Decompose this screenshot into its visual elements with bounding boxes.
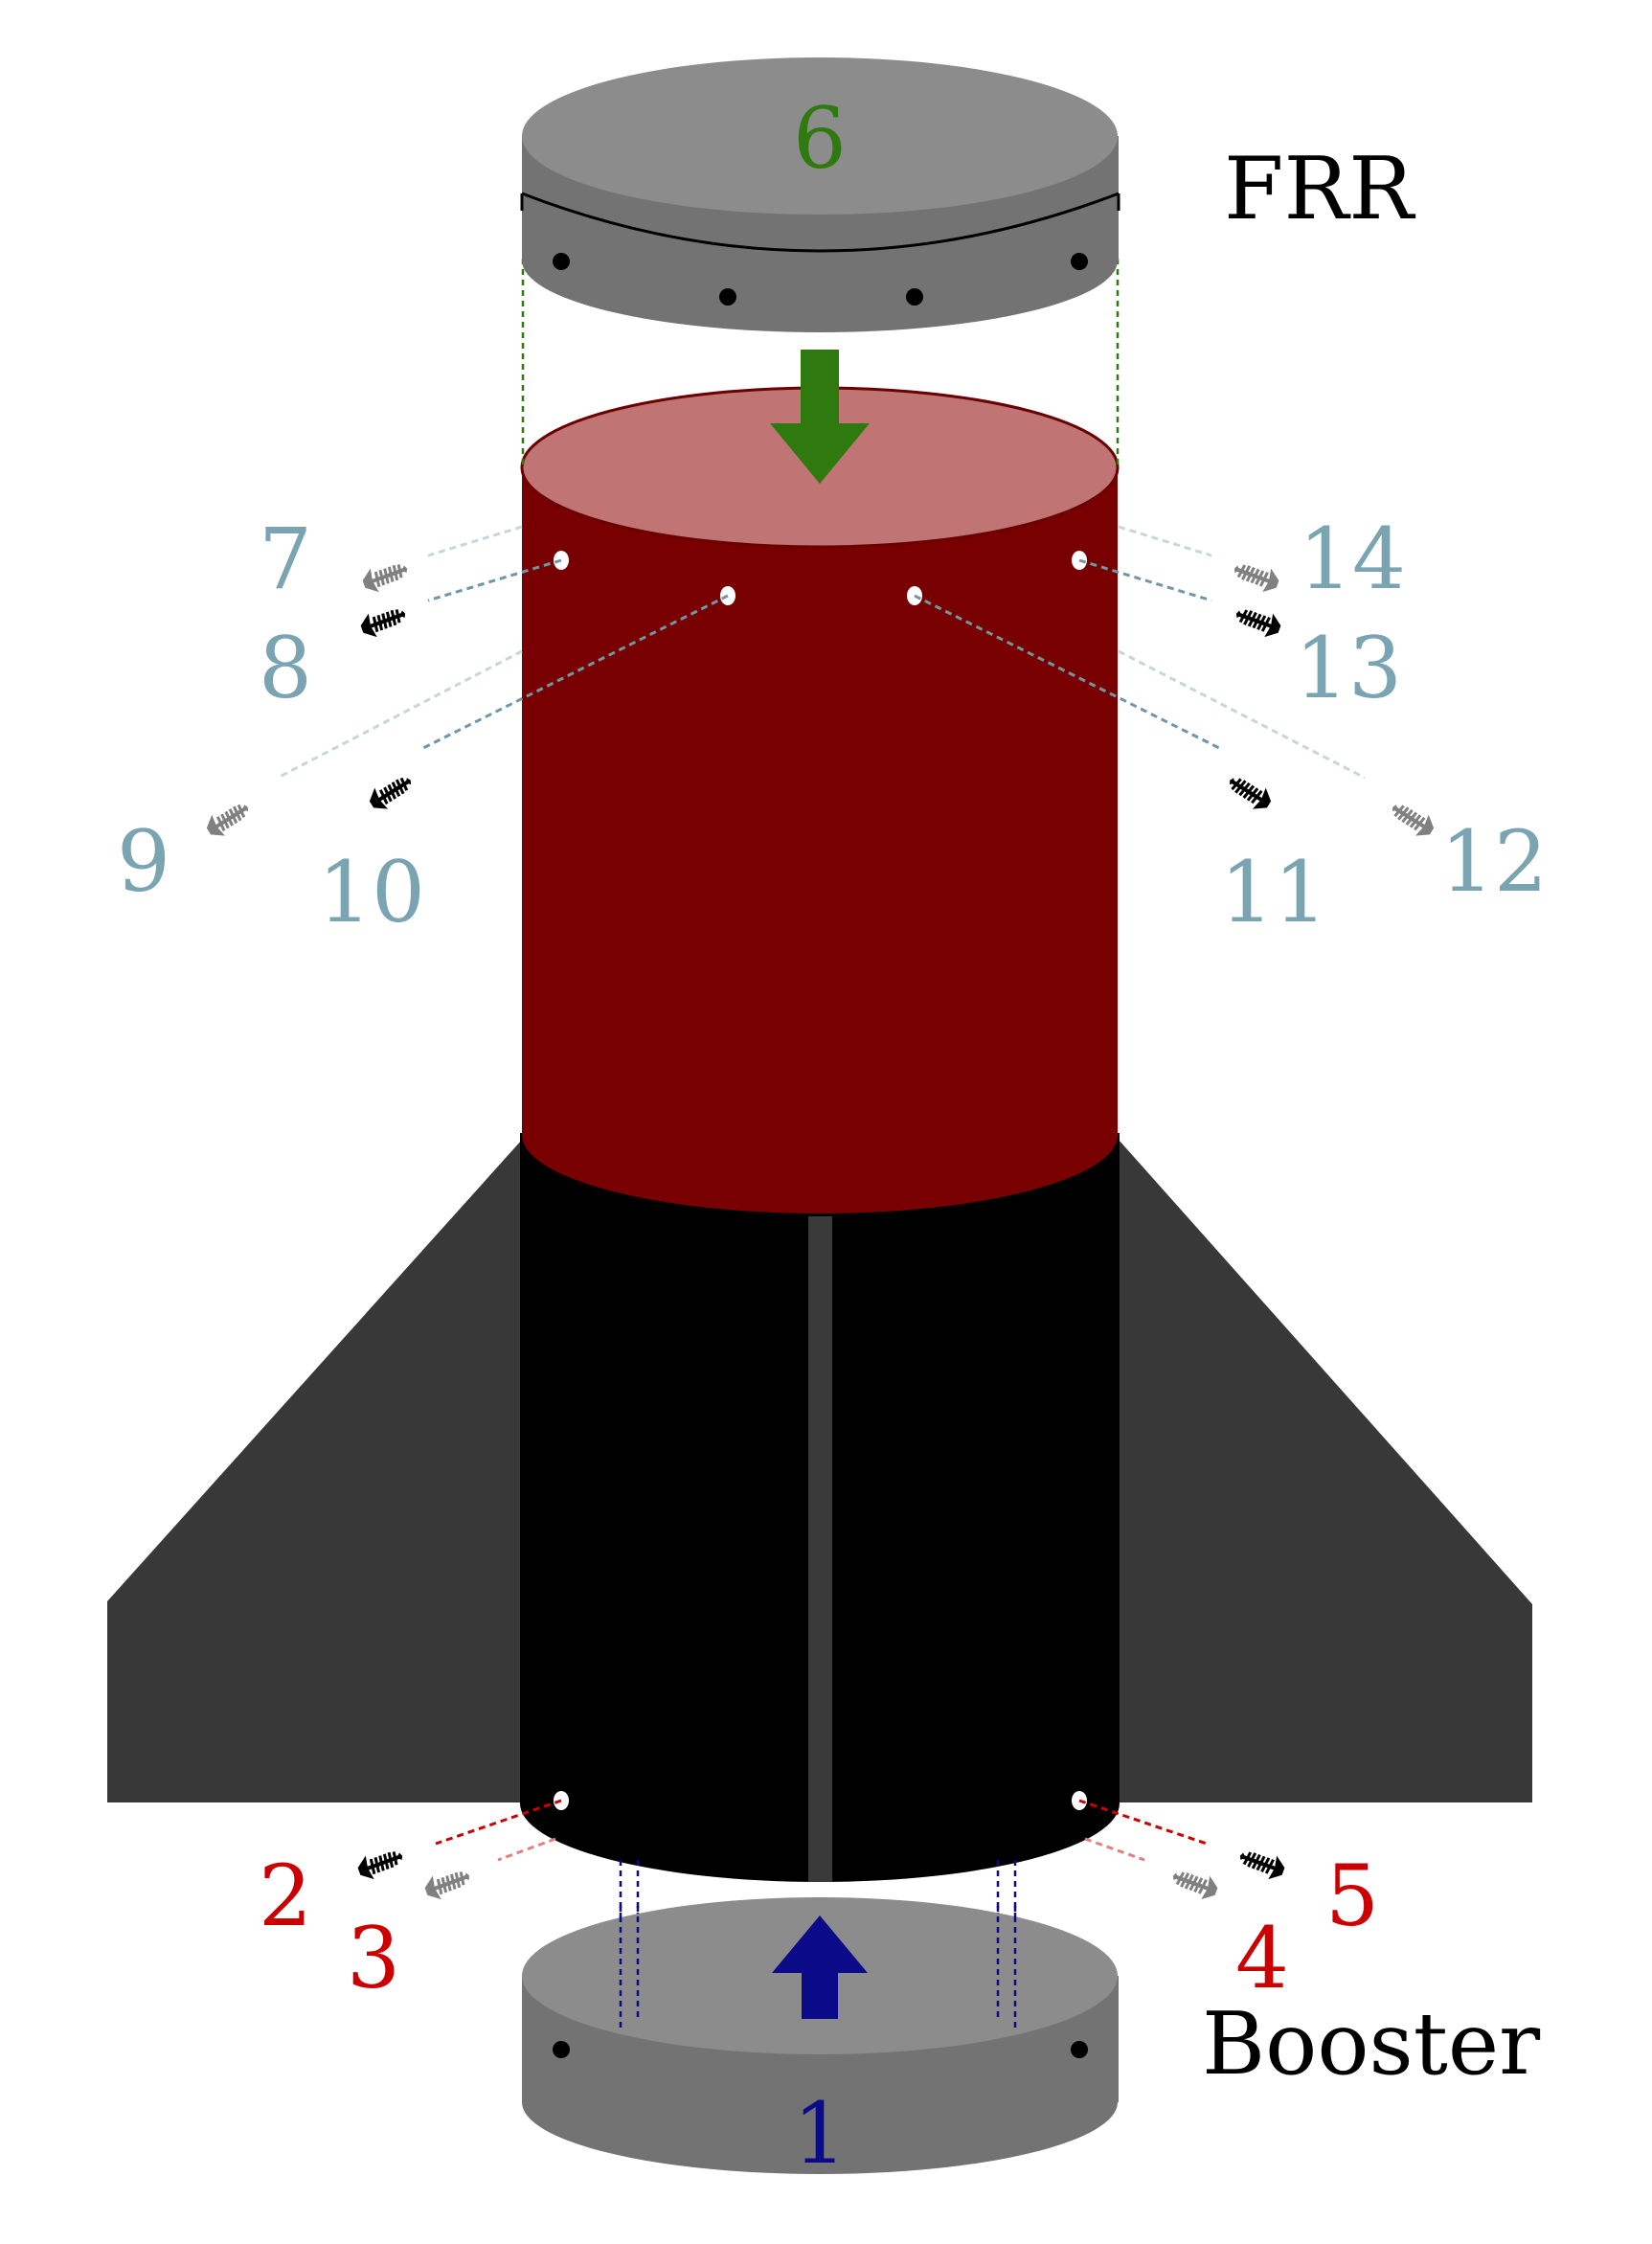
step-10-label: 10 [318, 843, 425, 941]
step-3-label: 3 [347, 1909, 400, 2007]
step-1-label: 1 [793, 2084, 847, 2183]
step-12-label: 12 [1440, 812, 1548, 911]
step-8-label: 8 [259, 619, 312, 717]
step-14-label: 14 [1299, 510, 1406, 608]
booster-tube [520, 1133, 1120, 1882]
frr-screw-paths [277, 525, 1366, 780]
frr-tube [520, 386, 1120, 1213]
step-6-label: 6 [793, 89, 847, 188]
frr-label: FRR [1224, 139, 1415, 239]
step-13-label: 13 [1295, 619, 1402, 717]
arrow-down-icon [770, 350, 870, 484]
left-fin [107, 1140, 522, 1802]
step-2-label: 2 [259, 1847, 312, 1945]
arrow-up-icon [772, 1915, 868, 2019]
booster-label: Booster [1202, 1994, 1541, 2095]
step-4-label: 4 [1235, 1909, 1289, 2007]
right-fin [1119, 1140, 1532, 1802]
booster-alignment-overlay [619, 1906, 1017, 2030]
frr-alignment-lines [521, 259, 1120, 467]
step-7-label: 7 [259, 510, 312, 608]
step-5-label: 5 [1325, 1847, 1379, 1945]
top-bulkhead [520, 57, 1120, 332]
step-11-label: 11 [1220, 843, 1327, 941]
step-9-label: 9 [117, 812, 170, 911]
booster-screw-paths [435, 1799, 1208, 1862]
